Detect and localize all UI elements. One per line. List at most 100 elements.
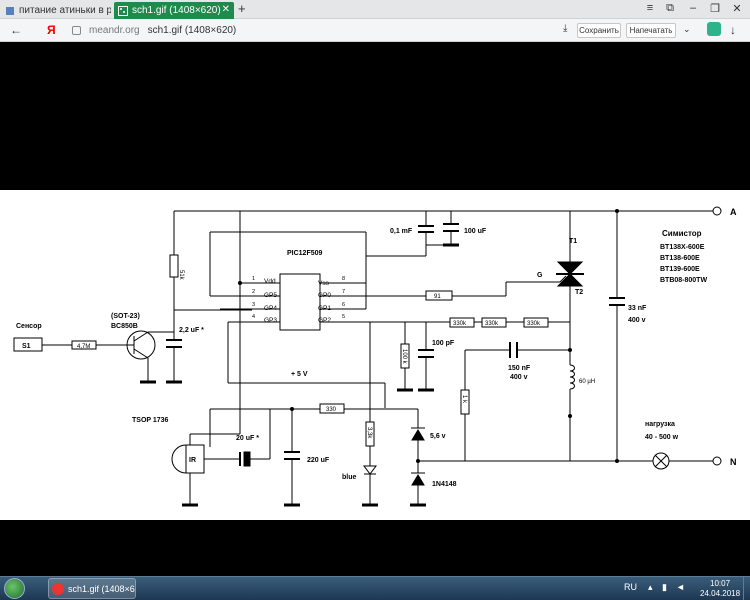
triac-t1-label: T1 — [569, 238, 577, 245]
address-domain: meandr.org — [89, 25, 140, 36]
minimize-icon[interactable]: – — [689, 2, 697, 14]
start-button[interactable] — [4, 578, 25, 599]
load-label: нагрузка — [645, 421, 675, 428]
close-window-icon[interactable]: ✕ — [732, 3, 742, 15]
resistor-330k-1-label: 330k — [453, 321, 467, 327]
mcu-num-2: 2 — [252, 289, 255, 295]
mcu-num-7: 7 — [342, 289, 345, 295]
mcu-pic12f509 — [279, 273, 321, 331]
tray-arrow-icon[interactable]: ▴ — [648, 582, 653, 592]
save-button[interactable]: Сохранить — [577, 23, 621, 38]
capacitor-33nf-label: 33 nF — [628, 305, 647, 312]
language-indicator[interactable]: RU — [624, 582, 637, 592]
transistor-part: BC850B — [111, 323, 138, 330]
capacitor-0-1mf-label: 0,1 mF — [390, 228, 413, 235]
download-icon[interactable]: ⤓ — [563, 23, 568, 34]
resistor-330-label: 330 — [326, 407, 337, 413]
clock-date: 24.04.2018 — [700, 589, 741, 598]
yandex-logo[interactable]: Я — [47, 23, 56, 37]
image-viewer: A N Сенсор S1 4,7M (SOT-23) BC850B — [0, 43, 750, 576]
transistor-bc850b — [126, 330, 156, 360]
inductor-60uh — [569, 364, 575, 390]
triac-part-3: BT139-600E — [660, 266, 700, 273]
capacitor-20uf-label: 20 uF * — [236, 435, 259, 442]
tab-strip: питание атиньки в разрыв sch1.gif (1408×… — [0, 0, 750, 19]
triac-part-4: BTB08-800TW — [660, 277, 707, 284]
triac-title: Симистор — [662, 229, 702, 238]
window-restore-icon[interactable]: ⧉ — [666, 2, 674, 14]
tab-label: sch1.gif (1408×620) — [132, 5, 221, 16]
capacitor-20uf — [243, 451, 251, 467]
resistor-51k-label: 51k — [178, 270, 184, 281]
address-page: sch1.gif (1408×620) — [147, 25, 237, 36]
mcu-name: PIC12F509 — [287, 250, 323, 257]
network-icon[interactable]: ▮ — [662, 582, 667, 592]
maximize-icon[interactable]: ❐ — [710, 3, 720, 15]
taskbar-item-browser[interactable]: sch1.gif (1408×62... — [48, 578, 136, 599]
led-label: blue — [342, 474, 356, 481]
resistor-1k-label: 1 k — [461, 395, 467, 404]
tab-close-icon[interactable]: ✕ — [221, 4, 230, 15]
protect-icon[interactable] — [707, 22, 721, 36]
resistor-51k — [169, 254, 179, 278]
address-bar[interactable]: meandr.org sch1.gif (1408×620) — [72, 22, 532, 39]
capacitor-33nf-voltage: 400 v — [628, 317, 646, 324]
triac-symbol — [556, 261, 584, 275]
mcu-num-8: 8 — [342, 276, 345, 282]
tab-sch1[interactable]: sch1.gif (1408×620) ✕ — [114, 2, 234, 19]
capacitor-220uf-label: 220 uF — [307, 457, 330, 464]
resistor-100k-label: 100 k — [401, 349, 407, 365]
ir-label: IR — [189, 457, 196, 464]
new-tab-button[interactable]: + — [238, 1, 246, 16]
resistor-330k-3-label: 330k — [527, 321, 541, 327]
triac-t2-label: T2 — [575, 289, 583, 296]
chevron-down-icon[interactable]: ⌄ — [683, 24, 691, 34]
ir-receiver-tsop1736 — [171, 444, 187, 474]
navigation-bar: ← Я meandr.org sch1.gif (1408×620) ⤓ Сох… — [0, 19, 750, 42]
resistor-4-7m-label: 4,7M — [77, 344, 90, 350]
mcu-num-3: 3 — [252, 302, 255, 308]
mcu-num-6: 6 — [342, 302, 345, 308]
capacitor-150nf-label: 150 nF — [508, 365, 531, 372]
tsop-label: TSOP 1736 — [132, 417, 169, 424]
load-power: 40 - 500 w — [645, 434, 679, 441]
taskbar: sch1.gif (1408×62... RU ▴ ▮ ◄ 10:07 24.0… — [0, 576, 750, 600]
terminal-n-label: N — [730, 457, 737, 467]
terminal-n — [712, 456, 722, 466]
capacitor-2-2uf-label: 2,2 uF * — [179, 327, 204, 334]
sensor-label: Сенсор — [16, 323, 42, 330]
volume-icon[interactable]: ◄ — [676, 582, 685, 592]
diode-1n4148 — [411, 474, 425, 486]
print-button[interactable]: Напечатать — [626, 23, 676, 38]
capacitor-150nf-voltage: 400 v — [510, 374, 528, 381]
mcu-pin-vdd: Vdd — [264, 278, 276, 285]
schematic-image: A N Сенсор S1 4,7M (SOT-23) BC850B — [0, 190, 750, 520]
resistor-330k-2-label: 330k — [485, 321, 499, 327]
resistor-91-label: 91 — [434, 294, 441, 300]
yandex-browser-icon — [52, 582, 64, 595]
tab-pitanie[interactable]: питание атиньки в разрыв — [2, 2, 111, 19]
zener-5-6v — [411, 429, 425, 441]
mcu-num-4: 4 — [252, 314, 255, 320]
terminal-a — [712, 206, 722, 216]
led-blue — [363, 465, 377, 475]
sensor-name: S1 — [22, 343, 31, 350]
image-favicon-icon — [118, 5, 128, 16]
back-arrow-icon[interactable]: ← — [10, 23, 22, 37]
mcu-num-1: 1 — [252, 276, 255, 282]
show-desktop-button[interactable] — [743, 577, 750, 600]
clock-time: 10:07 — [710, 579, 731, 588]
transistor-package: (SOT-23) — [111, 313, 140, 320]
system-clock[interactable]: 10:07 24.04.2018 — [700, 579, 740, 599]
mcu-pin-gp2: GP2 — [318, 317, 331, 324]
inductor-label: 60 µH — [579, 379, 595, 385]
mcu-pin-gp3: GP3 — [264, 317, 277, 324]
downloads-arrow-icon[interactable]: ↓ — [730, 23, 736, 37]
zener-label: 5,6 v — [430, 433, 446, 440]
page-favicon-icon — [6, 6, 14, 15]
capacitor-100pf-label: 100 pF — [432, 340, 455, 347]
menu-icon[interactable]: ≡ — [646, 2, 654, 14]
diode-label: 1N4148 — [432, 481, 457, 488]
schematic-diagram: A N Сенсор S1 4,7M (SOT-23) BC850B — [13, 206, 737, 507]
site-info-icon[interactable] — [72, 26, 81, 35]
